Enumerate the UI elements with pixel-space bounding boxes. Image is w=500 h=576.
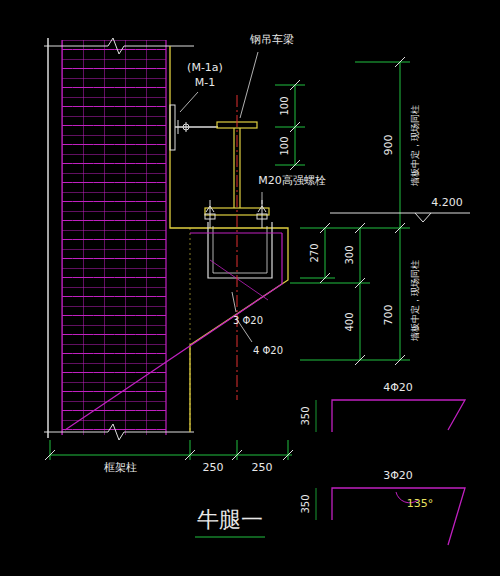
annotation-text: 4.200 (431, 197, 463, 209)
dimension-text: 墙板中定，现场同柱 (411, 105, 421, 186)
diagonal-bar (65, 233, 282, 430)
annotation-text: 4Φ20 (383, 382, 413, 394)
annotation-text: M-1 (195, 77, 215, 89)
dimension-text: 300 (344, 245, 355, 264)
dimension-text: 100 (279, 96, 290, 115)
annotation-text: 135° (407, 498, 434, 510)
dimension-text: 900 (383, 135, 395, 156)
dimension-text: 400 (344, 312, 355, 331)
annotation-text: 3Φ20 (383, 470, 413, 482)
dimension-text: 100 (279, 136, 290, 155)
caption-underline (195, 536, 265, 537)
leader-line (240, 52, 258, 118)
caption: 牛腿一 (197, 508, 263, 532)
center-line (237, 95, 238, 400)
annotation-text: 钢吊车梁 (250, 34, 294, 46)
leader-line (232, 292, 236, 312)
bar-shape (332, 400, 465, 432)
corbel-outline (170, 46, 288, 432)
leader-line (180, 92, 198, 112)
dimension-text: 700 (383, 305, 395, 326)
break-line (44, 424, 194, 440)
brick-infill (62, 40, 166, 435)
break-line (44, 38, 194, 54)
annotation-text: 3 Φ20 (233, 315, 263, 326)
dimension-text: 350 (300, 494, 311, 513)
elevation-mark (330, 213, 470, 222)
dimension-text: 270 (309, 243, 320, 262)
annotation-text: 框架柱 (104, 462, 137, 474)
annotation-text: 4 Φ20 (253, 345, 283, 356)
annotation-text: (M-1a) (187, 62, 223, 74)
bar-shape (332, 488, 465, 545)
u-bar (208, 222, 272, 278)
dimension-text: 350 (300, 406, 311, 425)
leader-line (262, 192, 263, 204)
bolt (205, 200, 267, 228)
annotation-text: M20高强螺栓 (258, 175, 326, 187)
dimension-text: 墙板中定，现场同柱 (411, 260, 421, 341)
annotation-text: 250 (252, 462, 273, 474)
annotation-text: 250 (203, 462, 224, 474)
embedded-plate (170, 105, 175, 150)
